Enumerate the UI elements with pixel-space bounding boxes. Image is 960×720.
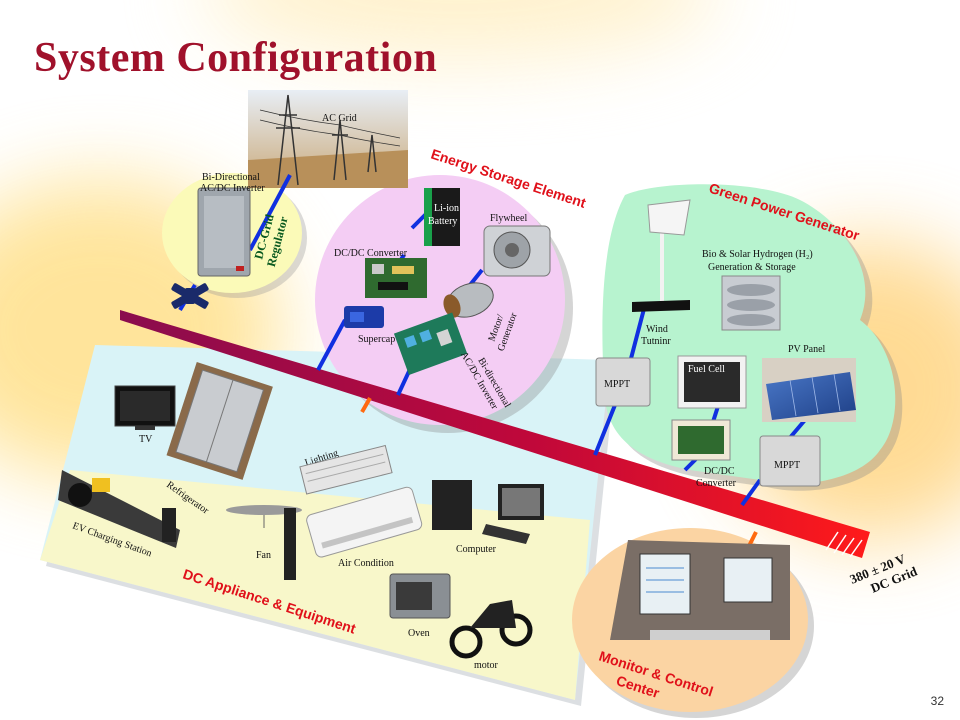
connector-line [593,404,617,456]
hydrogen-storage [721,275,781,331]
dcdc-converter-board [365,258,427,298]
fuel-cell [677,355,747,409]
li-ion-label: Li-ion [434,203,459,214]
supercap-label: Supercap [358,334,395,345]
dcdc-converter-green [671,419,731,461]
supercap-device [344,306,384,328]
e-motorcycle-icon [449,600,533,659]
li-ion-battery [424,188,460,246]
air-condition-label: Air Condition [338,558,394,569]
fuel-cell-label: Fuel Cell [688,364,725,375]
control-room-photo [610,540,790,640]
ev-charger-icon [58,470,180,548]
pv-panel [762,358,856,422]
dc-grid-bus [120,310,870,558]
lighting-icon [299,444,393,495]
oven-label: Oven [408,628,430,639]
tv-icon [114,385,176,430]
mppt-wind [595,357,651,407]
wind-turbine-label: Wind [646,324,668,335]
connector-line [316,319,347,371]
computer-icon [432,480,544,544]
connector-hub-icon [171,283,209,309]
hydrogen-label: Generation & Storage [708,262,796,273]
page-title: System Configuration [34,35,438,81]
dcdc-green-label: DC/DC [704,466,735,477]
ac-grid-label: AC Grid [322,113,357,124]
motor-generator-device [443,282,494,318]
data-link-line [360,397,372,413]
mppt-pv-label: MPPT [774,460,800,471]
air-condition-icon [306,486,423,558]
pv-panel-label: PV Panel [788,344,826,355]
wind-turbine [632,199,691,312]
hydrogen-label: Bio & Solar Hydrogen (H₂) [702,249,813,260]
refrigerator-icon [166,361,273,480]
fan-icon [226,505,302,580]
connector-line [740,478,762,507]
flywheel-label: Flywheel [490,213,527,224]
slide-number: 32 [930,694,944,708]
connector-line [248,174,292,251]
motor-label: motor [474,660,499,671]
oven-icon [389,573,451,619]
inverter-label: Bi-Directional [202,172,260,183]
dcdc-converter-label: DC/DC Converter [334,248,408,259]
flywheel-device [483,225,551,277]
inverter-cabinet [197,187,251,277]
mppt-pv [759,435,821,487]
computer-label: Computer [456,544,497,555]
wind-turbine-label: Tutninr [641,336,671,347]
bidirectional-inverter-board [393,312,468,375]
tv-label: TV [139,434,153,445]
dcdc-green-label: Converter [696,478,737,489]
inverter-label: AC/DC Inverter [200,183,265,194]
mppt-wind-label: MPPT [604,379,630,390]
ac-grid-photo [248,90,408,188]
fan-label: Fan [256,550,271,561]
li-ion-label: Battery [428,216,457,227]
